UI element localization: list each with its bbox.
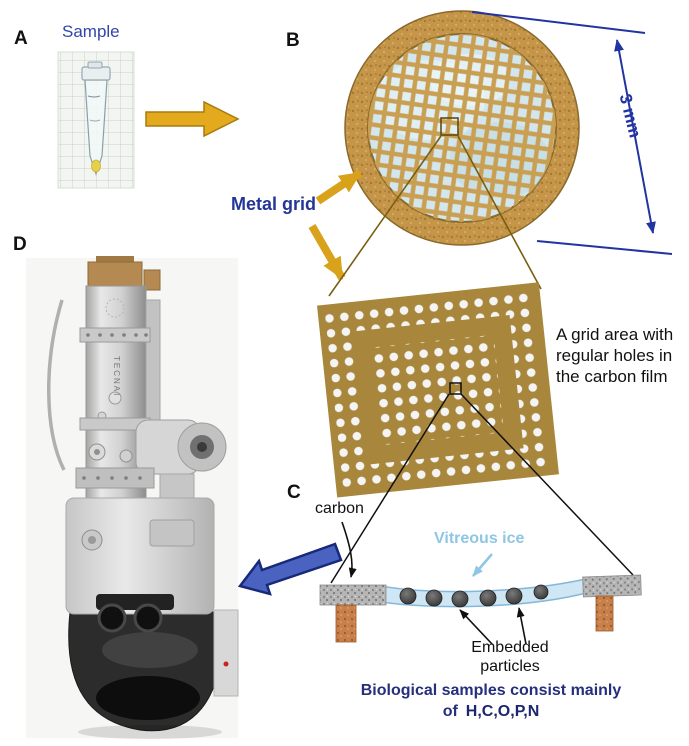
grid-square-zoom [317,282,559,498]
eyepiece-right [133,603,163,633]
floor-shadow [78,725,222,739]
dimension-lines [471,11,673,255]
grid-square-border [317,282,559,498]
zoom-lines-grid-to-square [328,135,542,297]
embedded-particles-label: Embedded particles [471,639,549,676]
column-knob-1-center [94,449,100,455]
eyepiece-left [97,603,127,633]
indicator-light [223,661,229,667]
grid-zoom-box [440,117,459,136]
carbon-label: carbon [315,500,364,517]
panel-label-b: B [286,30,300,51]
flange-bolts-lower [82,476,142,480]
grid-bar-support-left [335,604,357,643]
arrow-sample-to-grid [145,100,240,138]
metal-grid-arrows [308,169,363,280]
blue-left-arrow-icon [237,542,343,596]
carbon-film-right [582,574,642,598]
cable [47,299,66,471]
carbon-arrow [341,521,357,578]
microscope-photo [26,256,239,739]
grid-area-note: A grid area with regular holes in the ca… [556,325,674,387]
tem-grid [344,10,580,246]
panel-label-d: D [13,234,27,255]
tube-photo [57,51,135,189]
chamber-screen [96,676,200,720]
cross-section [319,574,642,643]
bio-composition-line1: Biological samples consist mainly [360,682,622,699]
metal-grid-label: Metal grid [231,194,317,214]
side-equipment [213,609,239,697]
arrow-to-microscope [237,542,343,596]
cylinder-bracket [159,473,195,501]
column-flange-1 [79,327,151,343]
side-cylinder-bore-center [197,442,207,452]
bio-composition-line2: of H,C,O,P,N [300,703,682,721]
flange-bolts [86,333,148,337]
bio-elements: H,C,O,P,N [465,703,540,720]
column-emblem [105,298,125,318]
bio-of: of [442,703,458,720]
bronze-side-cylinder [143,269,161,291]
column-top-bronze [87,261,143,291]
microscope-brand-label: TECNAI [112,356,121,398]
gold-right-arrow-icon [145,100,240,138]
panel-label-a: A [14,28,28,49]
grid-mesh-pattern [368,34,556,222]
sample-tube-cap-tab [87,61,103,69]
square-zoom-box [449,382,462,395]
gold-arrow-to-square-icon [308,224,346,280]
embedded-particle-icons [399,584,549,608]
gold-arrow-to-ring-icon [315,169,363,205]
particle-arrows [459,607,527,645]
ice-arrow [472,553,493,577]
holey-carbon-film [320,286,556,494]
sample-label: Sample [62,22,120,41]
carbon-film-left [319,584,387,606]
sample-tube-cap [81,66,111,81]
panel-label-c: C [287,482,301,503]
vitreous-ice-label: Vitreous ice [434,530,525,547]
chamber-highlight [102,632,198,668]
tube-marking [87,95,101,98]
column-flange-3 [75,467,155,489]
column-rail [145,299,161,421]
console-dial-center [88,536,96,544]
column-knob-2 [119,449,133,463]
sample-pellet [91,159,101,173]
grid-bar-frame [352,315,524,465]
console-panel [149,519,195,547]
dimension-double-arrow-icon [614,39,656,234]
column-port [108,391,122,405]
tube-marking [89,119,101,122]
column-top-knob [96,256,134,266]
grid-bar-support-right [595,595,614,632]
